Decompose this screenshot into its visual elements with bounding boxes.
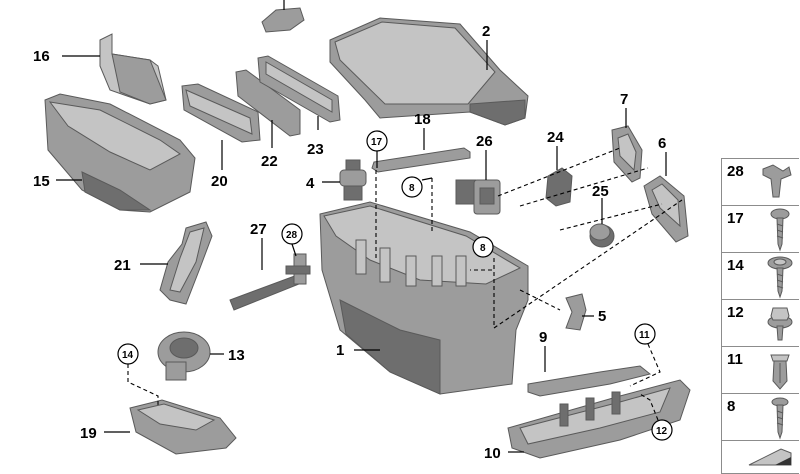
part-2-cover[interactable] bbox=[329, 17, 529, 126]
fastener-item[interactable]: 11 bbox=[721, 346, 799, 394]
fasteners-panel: 28 17 14 12 11 bbox=[721, 158, 800, 474]
callout-7: 7 bbox=[620, 91, 628, 108]
callout-9: 9 bbox=[539, 329, 547, 346]
circled-callout-8-right: 8 bbox=[472, 236, 494, 258]
screw-icon bbox=[771, 397, 789, 440]
circled-callout-17: 17 bbox=[366, 130, 388, 152]
fastener-item[interactable]: 28 bbox=[721, 158, 799, 206]
fastener-item[interactable]: 14 bbox=[721, 252, 799, 300]
callout-22: 22 bbox=[261, 153, 278, 170]
svg-text:11: 11 bbox=[639, 330, 650, 341]
part-18-rod[interactable] bbox=[371, 147, 471, 173]
svg-text:8: 8 bbox=[480, 243, 486, 254]
part-22-strip[interactable] bbox=[235, 69, 301, 137]
expansion-nut-icon bbox=[770, 354, 790, 390]
callout-18: 18 bbox=[414, 111, 431, 128]
clip-icon bbox=[762, 164, 792, 198]
callout-25: 25 bbox=[592, 183, 609, 200]
screw-icon bbox=[770, 208, 790, 252]
callout-21: 21 bbox=[114, 257, 131, 274]
fastener-number: 8 bbox=[727, 398, 736, 415]
part-7-bracket[interactable] bbox=[611, 125, 643, 183]
fastener-item[interactable]: 17 bbox=[721, 205, 799, 253]
part-15-housing[interactable] bbox=[44, 93, 196, 213]
part-5-clip[interactable] bbox=[565, 293, 587, 331]
part-4-grommet[interactable] bbox=[339, 159, 367, 201]
part-21-duct[interactable] bbox=[159, 221, 213, 305]
fastener-number: 14 bbox=[727, 257, 744, 274]
fastener-item[interactable] bbox=[721, 440, 799, 474]
part-9-strip[interactable] bbox=[527, 365, 652, 397]
part-19-tray[interactable] bbox=[129, 399, 237, 455]
callout-2: 2 bbox=[482, 23, 490, 40]
fastener-number: 12 bbox=[727, 304, 744, 321]
exploded-parts-diagram: 2 16 15 20 22 23 18 bbox=[33, 0, 691, 462]
fastener-item[interactable]: 12 bbox=[721, 299, 799, 347]
fastener-number: 28 bbox=[727, 163, 744, 180]
part-20-plate[interactable] bbox=[181, 83, 261, 143]
callout-16: 16 bbox=[33, 48, 50, 65]
part-6-bracket[interactable] bbox=[643, 175, 689, 243]
callout-13: 13 bbox=[228, 347, 245, 364]
svg-text:14: 14 bbox=[122, 350, 134, 361]
callout-23: 23 bbox=[307, 141, 324, 158]
callout-10: 10 bbox=[484, 445, 501, 462]
part-16-bracket[interactable] bbox=[99, 33, 167, 105]
fastener-number: 17 bbox=[727, 210, 744, 227]
part-24-cap[interactable] bbox=[545, 167, 573, 207]
callout-26: 26 bbox=[476, 133, 493, 150]
circled-callout-8-top: 8 bbox=[401, 176, 423, 198]
svg-text:8: 8 bbox=[409, 183, 415, 194]
washer-screw-icon bbox=[767, 256, 793, 299]
callout-15: 15 bbox=[33, 173, 50, 190]
callout-19: 19 bbox=[80, 425, 97, 442]
callout-20: 20 bbox=[211, 173, 228, 190]
wedge-icon bbox=[748, 448, 792, 466]
part-small-bracket[interactable] bbox=[261, 7, 305, 33]
circled-callout-11: 11 bbox=[634, 323, 656, 345]
callout-5: 5 bbox=[598, 308, 606, 325]
part-27-stud[interactable] bbox=[229, 253, 311, 311]
svg-text:17: 17 bbox=[371, 137, 383, 148]
part-13-connector[interactable] bbox=[157, 331, 211, 381]
part-1-main-housing[interactable] bbox=[319, 201, 529, 395]
circled-callout-14: 14 bbox=[117, 343, 139, 365]
part-23-strip[interactable] bbox=[257, 55, 341, 123]
callout-1: 1 bbox=[336, 342, 344, 359]
circled-callout-28: 28 bbox=[281, 223, 303, 245]
circled-callout-12: 12 bbox=[651, 419, 673, 441]
callout-24: 24 bbox=[547, 129, 564, 146]
part-26-seal[interactable] bbox=[455, 179, 501, 215]
svg-text:12: 12 bbox=[656, 426, 668, 437]
fastener-item[interactable]: 8 bbox=[721, 393, 799, 441]
callout-4: 4 bbox=[306, 175, 315, 192]
callout-27: 27 bbox=[250, 221, 267, 238]
hex-nut-icon bbox=[767, 307, 793, 341]
fastener-number: 11 bbox=[727, 351, 743, 368]
part-10-rail[interactable] bbox=[507, 379, 691, 459]
part-25-plug[interactable] bbox=[589, 223, 615, 248]
callout-6: 6 bbox=[658, 135, 666, 152]
svg-text:28: 28 bbox=[286, 230, 298, 241]
